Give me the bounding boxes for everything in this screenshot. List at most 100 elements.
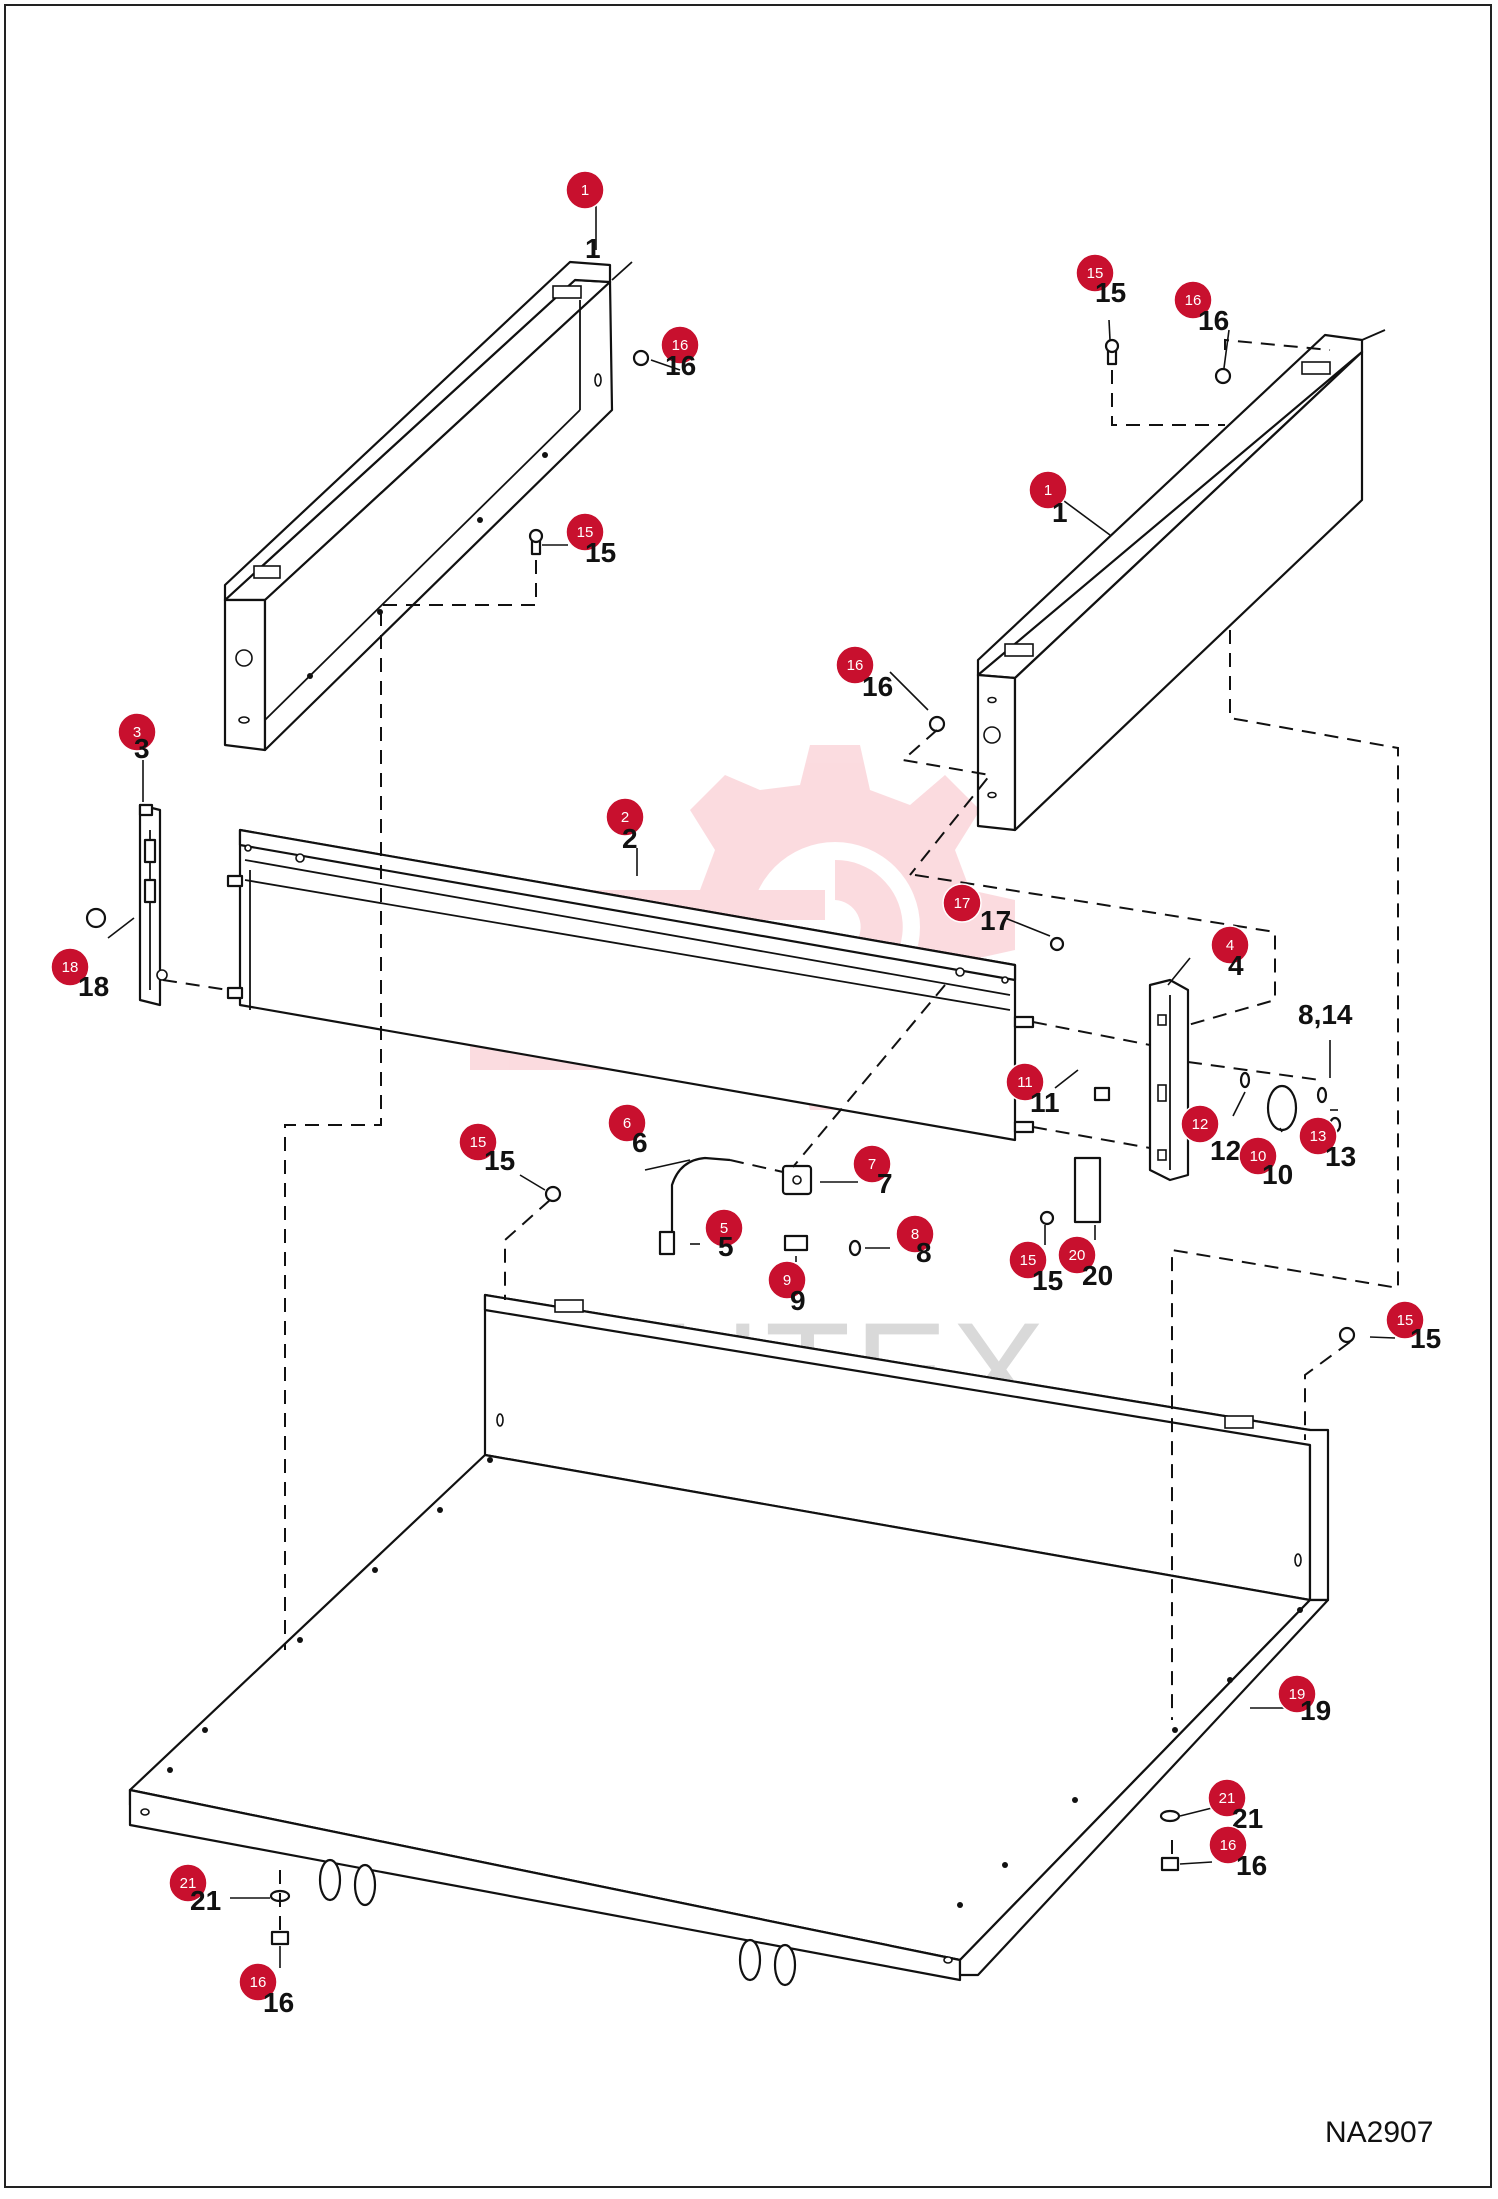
callout-circle bbox=[565, 512, 605, 552]
part-number-label: 2 bbox=[622, 823, 638, 854]
callout-circle bbox=[1385, 1300, 1425, 1340]
callout-number: 19 bbox=[1289, 1686, 1306, 1703]
part-number-label: 16 bbox=[263, 1987, 294, 2018]
callout-number: 4 bbox=[1226, 937, 1234, 954]
part-number-label: 15 bbox=[484, 1145, 515, 1176]
callout-number: 16 bbox=[847, 657, 864, 674]
left-upper-rail bbox=[223, 260, 633, 752]
drawing-id: NA2907 bbox=[1325, 2116, 1433, 2149]
callout-number: 1 bbox=[1044, 482, 1052, 499]
callout-number: 1 bbox=[581, 182, 589, 199]
callout-number: 16 bbox=[250, 1974, 267, 1991]
part-number-label: 11 bbox=[1030, 1087, 1060, 1118]
part-number-label: 19 bbox=[1300, 1695, 1331, 1726]
callout-circle bbox=[1210, 925, 1250, 965]
callout-3: 33 bbox=[117, 712, 157, 764]
part-number-label: 16 bbox=[1198, 305, 1229, 336]
callout-number: 16 bbox=[1220, 1837, 1237, 1854]
part-number-label: 21 bbox=[190, 1885, 221, 1916]
part-number-label: 7 bbox=[877, 1168, 893, 1199]
part-number-label: 8 bbox=[916, 1237, 932, 1268]
callout-circle bbox=[1238, 1136, 1278, 1176]
callout-circle bbox=[1075, 253, 1115, 293]
callout-number: 15 bbox=[470, 1134, 487, 1151]
part-number-label: 3 bbox=[134, 733, 150, 764]
callout-number: 9 bbox=[783, 1272, 791, 1289]
callout-circle bbox=[1207, 1778, 1247, 1818]
callout-circle bbox=[1057, 1235, 1097, 1275]
callout-circle bbox=[1005, 1062, 1045, 1102]
callout-circle bbox=[660, 325, 700, 365]
callout-circle bbox=[1028, 470, 1068, 510]
callout-7: 77 bbox=[852, 1144, 893, 1199]
callout-number: 3 bbox=[133, 724, 141, 741]
part-number-label: 16 bbox=[862, 671, 893, 702]
bottom-frame bbox=[128, 1293, 1330, 1987]
callout-number: 12 bbox=[1192, 1116, 1209, 1133]
part-number-label: 12 bbox=[1210, 1135, 1241, 1166]
callout-circle bbox=[607, 1103, 647, 1143]
callout-8-14: 8,14 bbox=[1298, 999, 1353, 1030]
part-number-label: 1 bbox=[585, 233, 601, 264]
callout-circle bbox=[835, 645, 875, 685]
callout-circle bbox=[117, 712, 157, 752]
callout-number: 2 bbox=[621, 809, 629, 826]
callout-number: 15 bbox=[577, 524, 594, 541]
callout-number: 11 bbox=[1017, 1074, 1033, 1091]
callout-number: 8 bbox=[911, 1226, 919, 1243]
callout-number: 5 bbox=[720, 1220, 728, 1237]
callout-circle bbox=[605, 797, 645, 837]
callout-number: 21 bbox=[1219, 1790, 1236, 1807]
callout-5: 55 bbox=[704, 1208, 744, 1262]
callout-9: 99 bbox=[767, 1260, 807, 1316]
callout-number: 15 bbox=[1020, 1252, 1037, 1269]
callout-circle bbox=[1277, 1674, 1317, 1714]
callout-number: 20 bbox=[1069, 1247, 1086, 1264]
part-number-label: 9 bbox=[790, 1285, 806, 1316]
callout-circle bbox=[168, 1863, 208, 1903]
callout-circle bbox=[1173, 280, 1213, 320]
callout-circle bbox=[942, 883, 982, 923]
callout-2: 22 bbox=[605, 797, 645, 854]
part-number-label: 15 bbox=[1032, 1265, 1063, 1296]
alignment-lines bbox=[162, 338, 1399, 1930]
part-number-label: 13 bbox=[1325, 1141, 1356, 1172]
small-hardware bbox=[85, 338, 1356, 1946]
callout-circle bbox=[767, 1260, 807, 1300]
callout-1: 11 bbox=[565, 170, 605, 264]
callout-number: 21 bbox=[180, 1875, 197, 1892]
callout-circle bbox=[704, 1208, 744, 1248]
callout-circle bbox=[238, 1962, 278, 2002]
callout-circle bbox=[895, 1214, 935, 1254]
callout-number: 16 bbox=[672, 337, 689, 354]
part-number-label: 8,14 bbox=[1298, 999, 1353, 1030]
callout-number: 15 bbox=[1397, 1312, 1414, 1329]
callout-6: 66 bbox=[607, 1103, 648, 1158]
part-number-label: 4 bbox=[1228, 950, 1244, 981]
diagram-frame bbox=[4, 4, 1492, 2188]
leader-lines bbox=[107, 195, 1396, 1968]
part-number-label: 1 bbox=[1052, 497, 1068, 528]
part-number-label: 16 bbox=[665, 350, 696, 381]
callout-number: 17 bbox=[954, 895, 971, 912]
part-number-label: 15 bbox=[1410, 1323, 1441, 1354]
center-crossbar bbox=[226, 828, 1035, 1142]
callout-circle bbox=[1180, 1104, 1220, 1144]
callout-number: 15 bbox=[1087, 265, 1104, 282]
callout-circle bbox=[565, 170, 605, 210]
right-latch-bracket bbox=[1148, 978, 1190, 1182]
callout-number: 16 bbox=[1185, 292, 1202, 309]
